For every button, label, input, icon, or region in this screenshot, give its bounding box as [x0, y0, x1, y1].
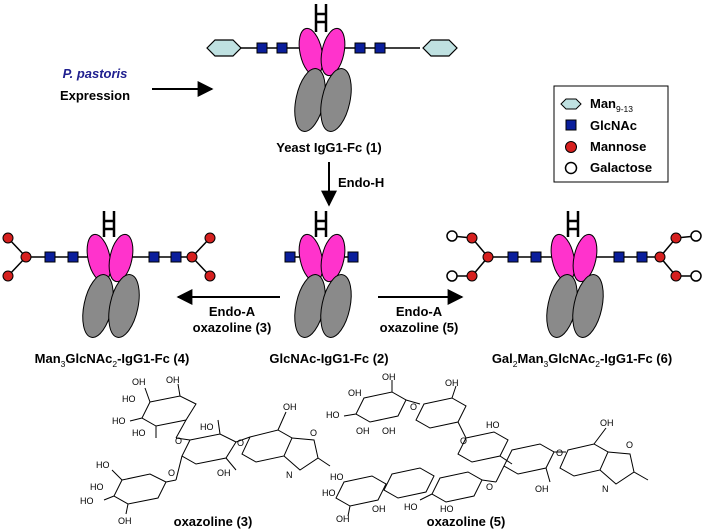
oxazoline-3-donor-label: oxazoline (3) [193, 320, 272, 335]
svg-text:O: O [460, 436, 467, 446]
svg-text:HO: HO [112, 416, 126, 426]
svg-text:O: O [175, 436, 182, 446]
svg-text:OH: OH [445, 378, 459, 388]
oxazoline-5-structure: OH OH HO OH OH O OH O HO O OH OH O N O H… [322, 372, 649, 524]
svg-text:OH: OH [372, 504, 386, 514]
svg-text:O: O [310, 428, 317, 438]
expression-label: Expression [60, 88, 130, 103]
svg-text:OH: OH [348, 388, 362, 398]
legend-square-icon [565, 119, 577, 131]
oxazoline-5-donor-label: oxazoline (5) [380, 320, 459, 335]
man3glcnac2-igg1-fc-label: Man3GlcNAc2-IgG1-Fc (4) [35, 351, 190, 369]
svg-text:HO: HO [96, 460, 110, 470]
svg-text:HO: HO [404, 502, 418, 512]
svg-text:OH: OH [118, 516, 132, 526]
svg-text:HO: HO [132, 428, 146, 438]
svg-text:HO: HO [322, 488, 336, 498]
glcnac-igg1-fc-label: GlcNAc-IgG1-Fc (2) [269, 351, 388, 366]
legend-open-circle-icon [564, 161, 578, 175]
svg-text:HO: HO [80, 496, 94, 506]
svg-text:OH: OH [600, 418, 614, 428]
svg-text:N: N [602, 484, 609, 494]
svg-text:HO: HO [326, 410, 340, 420]
antibody-yeast-igg1-fc [206, 4, 458, 132]
endo-a-right-label: Endo-A [396, 304, 443, 319]
svg-text:HO: HO [486, 420, 500, 430]
svg-text:OH: OH [336, 514, 350, 524]
svg-text:OH: OH [283, 402, 297, 412]
legend-filled-circle-icon [565, 141, 577, 153]
svg-text:O: O [556, 448, 563, 458]
legend-glcnac-label: GlcNAc [590, 118, 637, 133]
svg-text:N: N [286, 470, 293, 480]
svg-text:HO: HO [440, 504, 454, 514]
svg-text:OH: OH [382, 372, 396, 382]
antibody-man3glcnac2-igg1-fc [2, 211, 216, 338]
endo-a-left-label: Endo-A [209, 304, 256, 319]
svg-text:O: O [626, 440, 633, 450]
svg-text:O: O [486, 482, 493, 492]
man9-13-hexagon [422, 39, 458, 57]
endo-h-label: Endo-H [338, 175, 384, 190]
gal2man3glcnac2-igg1-fc-label: Gal2Man3GlcNAc2-IgG1-Fc (6) [492, 351, 672, 369]
antibody-glcnac-igg1-fc [284, 211, 359, 338]
svg-text:Man9-13: Man9-13 [590, 96, 633, 114]
yeast-igg1-fc-label: Yeast IgG1-Fc (1) [276, 140, 381, 155]
svg-text:O: O [168, 468, 175, 478]
legend-hexagon-icon [560, 98, 582, 110]
legend-galactose-label: Galactose [590, 160, 652, 175]
svg-text:OH: OH [382, 426, 396, 436]
svg-text:HO: HO [122, 394, 136, 404]
legend: Man9-13 GlcNAc Mannose Galactose [553, 85, 669, 183]
man9-13-hexagon [206, 39, 242, 57]
organism-label: P. pastoris [63, 66, 128, 81]
oxazoline-5-label: oxazoline (5) [427, 514, 506, 529]
svg-text:OH: OH [356, 426, 370, 436]
svg-text:OH: OH [217, 468, 231, 478]
legend-man-label: Man [590, 96, 616, 111]
svg-text:HO: HO [200, 422, 214, 432]
legend-man-sub: 9-13 [616, 104, 633, 114]
svg-text:OH: OH [132, 377, 146, 387]
svg-text:HO: HO [330, 472, 344, 482]
oxazoline-3-structure: OH OH HO HO HO O HO O OH OH O N O HO HO … [80, 375, 331, 526]
svg-text:O: O [237, 438, 244, 448]
svg-text:OH: OH [166, 375, 180, 385]
svg-text:O: O [410, 402, 417, 412]
legend-mannose-label: Mannose [590, 139, 646, 154]
antibody-gal2man3glcnac2-igg1-fc [446, 211, 702, 338]
svg-text:HO: HO [90, 482, 104, 492]
oxazoline-3-label: oxazoline (3) [174, 514, 253, 529]
svg-text:OH: OH [535, 484, 549, 494]
